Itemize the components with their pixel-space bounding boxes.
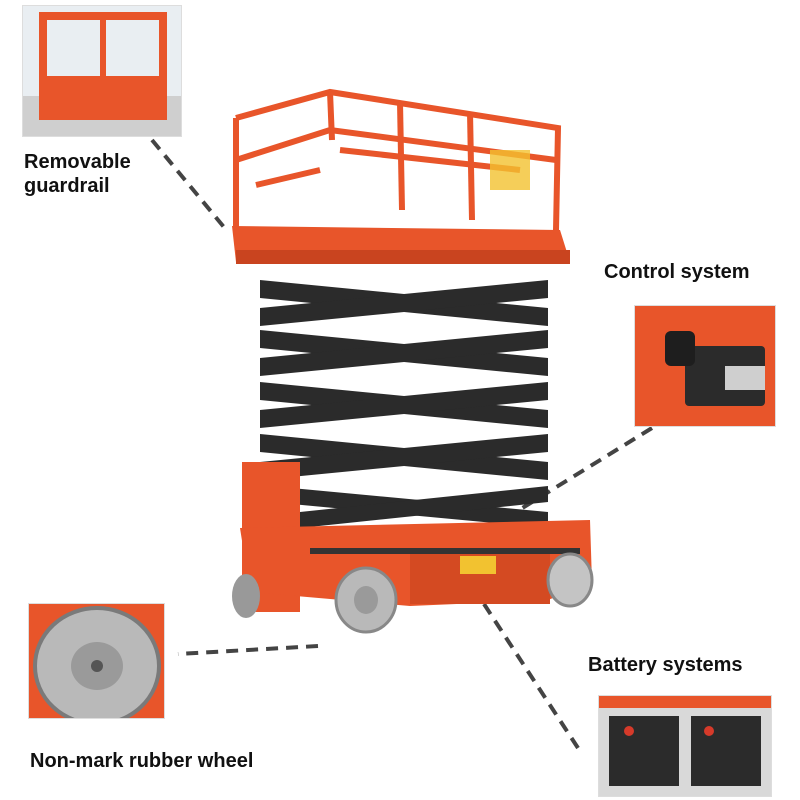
control-system-label: Control system xyxy=(604,261,750,283)
control-system-thumbnail xyxy=(634,305,776,427)
guardrail-thumb-image xyxy=(23,12,181,136)
battery-thumb-image xyxy=(599,696,771,786)
chassis xyxy=(240,462,592,612)
wheels xyxy=(232,552,594,634)
warning-decal xyxy=(490,150,530,190)
wheel-thumbnail xyxy=(28,603,165,719)
leader-lines xyxy=(150,138,654,750)
wheel-thumb-image xyxy=(33,606,161,718)
guardrail-thumbnail xyxy=(22,5,182,137)
battery-thumbnail xyxy=(598,695,772,797)
leader-line-control xyxy=(488,426,654,530)
control-thumb-image xyxy=(665,331,765,406)
guardrail-label: Removable guardrail xyxy=(24,151,131,197)
leader-line-guardrail xyxy=(150,138,230,234)
wheel-label: Non-mark rubber wheel xyxy=(30,750,254,772)
leader-line-wheel xyxy=(177,644,319,656)
battery-systems-label: Battery systems xyxy=(588,654,743,676)
leader-line-battery xyxy=(482,602,580,750)
scissor-stack xyxy=(260,280,548,528)
